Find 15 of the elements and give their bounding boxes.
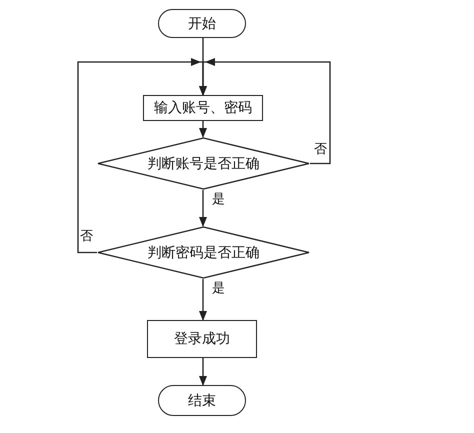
start-terminal: 开始 [158, 9, 246, 38]
arrow [199, 121, 207, 138]
arrow [199, 279, 207, 321]
process-box: 输入账号、密码 [143, 95, 263, 121]
arrow [77, 58, 207, 254]
edge-label: 是 [212, 192, 225, 207]
edge-label: 否 [80, 228, 93, 244]
arrow [199, 190, 207, 227]
arrow [199, 358, 207, 386]
decision-diamond: 判断账号是否正确 [97, 137, 310, 190]
decision-diamond: 判断密码是否正确 [97, 226, 310, 279]
end-terminal: 结束 [158, 385, 246, 416]
edge-label: 是 [212, 281, 225, 296]
edge-label: 否 [314, 142, 327, 156]
process-box: 登录成功 [147, 320, 257, 358]
